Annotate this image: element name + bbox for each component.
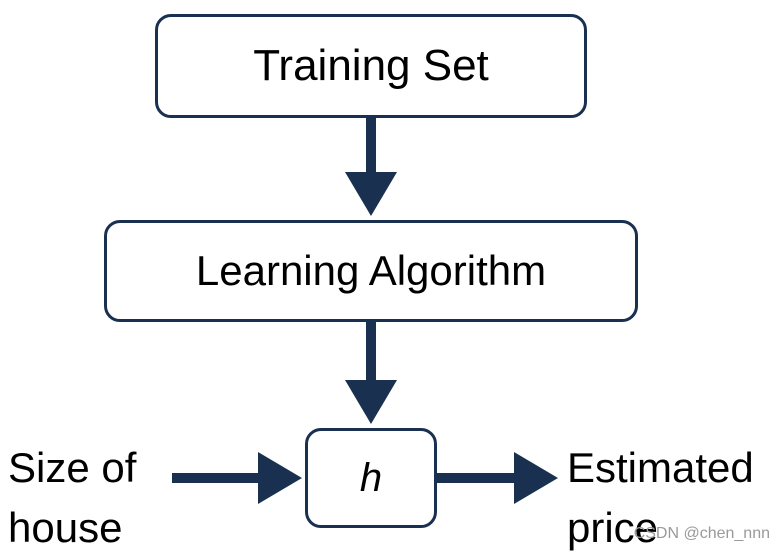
output-label: Estimated price [567, 438, 754, 558]
arrowhead-input-to-h [258, 452, 302, 504]
output-label-text: Estimated price [567, 444, 754, 551]
watermark: CSDN @chen_nnn [633, 525, 770, 542]
input-label: Size of house [8, 438, 136, 558]
learning-algorithm-label: Learning Algorithm [195, 247, 547, 294]
training-set-label: Training Set [253, 41, 489, 90]
arrowhead-training-to-learning [345, 172, 397, 216]
learning-algorithm-box: Learning Algorithm [104, 220, 638, 322]
arrowhead-h-to-output [514, 452, 558, 504]
input-label-text: Size of house [8, 444, 137, 551]
arrowhead-learning-to-h [345, 380, 397, 424]
hypothesis-label: h [359, 455, 383, 500]
training-set-box: Training Set [155, 14, 587, 118]
hypothesis-box: h [305, 428, 437, 528]
